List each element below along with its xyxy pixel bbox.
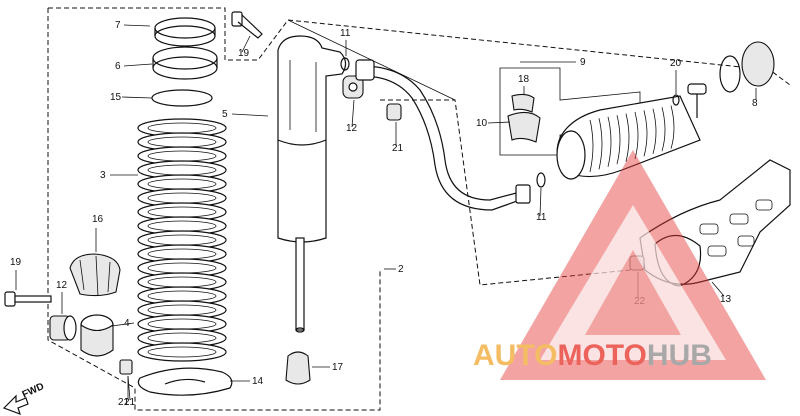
leader-line xyxy=(241,35,251,53)
leader-lines xyxy=(15,24,757,401)
part-callout-21: 21 xyxy=(124,397,136,408)
part-callout-13: 13 xyxy=(720,294,732,305)
part-callout-6: 6 xyxy=(115,61,121,72)
fwd-label: FWD xyxy=(21,381,46,401)
part-callout-20: 20 xyxy=(670,58,682,69)
part-callout-21: 21 xyxy=(118,397,130,408)
reservoir-rib xyxy=(634,111,639,160)
bushing-4 xyxy=(80,314,114,357)
reservoir-rib xyxy=(625,113,630,162)
spring-seat-14 xyxy=(137,367,233,396)
part-callout-15: 15 xyxy=(110,92,122,103)
reservoir-rib xyxy=(652,108,657,154)
nut-21-middle xyxy=(386,103,402,121)
banjo-fitting-12 xyxy=(342,75,364,99)
reservoir-cap-8 xyxy=(719,41,775,93)
part-callout-19: 19 xyxy=(10,257,22,268)
assembly-outline-right xyxy=(380,99,681,286)
leader-line xyxy=(711,281,725,297)
leader-line xyxy=(231,113,269,117)
shock-damper-5 xyxy=(277,35,347,333)
leader-line xyxy=(111,322,135,327)
reservoir-hose xyxy=(355,59,531,211)
part-callout-19: 19 xyxy=(238,48,250,59)
leader-line xyxy=(123,63,153,67)
part-callout-11: 11 xyxy=(340,28,351,39)
nut-21-bottom xyxy=(119,359,133,375)
leader-line xyxy=(539,187,542,217)
reservoir-rib xyxy=(589,119,594,173)
part-callout-4: 4 xyxy=(124,318,130,329)
part-callout-10: 10 xyxy=(476,118,488,129)
coil-spring-3 xyxy=(137,118,227,362)
bump-rubber-16 xyxy=(69,253,121,297)
part-callout-17: 17 xyxy=(332,362,344,373)
washer-11-bottom xyxy=(536,172,546,188)
watermark-triangle-inner xyxy=(540,205,726,360)
part-callout-9: 9 xyxy=(580,57,586,68)
assembly-outline-left xyxy=(47,8,381,411)
leader-line xyxy=(123,24,151,27)
bolt-19-top xyxy=(231,11,263,39)
reservoir-rib xyxy=(643,110,648,157)
part-callout-21: 21 xyxy=(392,143,404,154)
part-callout-7: 7 xyxy=(115,20,121,31)
watermark-logo: AUTOMOTOHUB xyxy=(473,150,766,380)
leader-line xyxy=(121,96,153,99)
dust-cap-17 xyxy=(285,351,311,385)
valve-20 xyxy=(672,83,707,118)
reservoir-rib xyxy=(616,115,621,165)
collar-nut-7 xyxy=(154,17,216,47)
oring-15 xyxy=(151,89,213,107)
part-callout-12: 12 xyxy=(346,123,358,134)
leader-line xyxy=(351,99,355,128)
part-callout-16: 16 xyxy=(92,214,104,225)
part-callout-3: 3 xyxy=(100,170,106,181)
rubber-mount-18 xyxy=(507,93,541,143)
leader-line xyxy=(487,121,511,124)
part-callout-14: 14 xyxy=(252,376,264,387)
bolt-19-bottom xyxy=(4,291,52,307)
watermark-text: AUTOMOTOHUB xyxy=(473,339,712,372)
collar-12-bottom xyxy=(49,315,77,341)
washer-11-top xyxy=(340,57,350,71)
part-callout-5: 5 xyxy=(222,109,228,120)
part-callout-2: 2 xyxy=(398,264,404,275)
reservoir-rib xyxy=(607,116,612,167)
part-callout-12: 12 xyxy=(56,280,68,291)
reservoir-rib xyxy=(661,107,666,152)
part-callout-8: 8 xyxy=(752,98,758,109)
spring-coil xyxy=(137,342,227,362)
lock-ring-6 xyxy=(152,46,218,80)
reservoir-rib xyxy=(598,118,603,170)
spring-coil-inner xyxy=(147,346,217,358)
reservoir-9 xyxy=(556,95,701,180)
part-callout-11: 11 xyxy=(536,212,547,223)
assembly-outline-top xyxy=(48,7,791,86)
reservoir-rib xyxy=(670,105,675,149)
forward-arrow: FWD xyxy=(2,381,46,416)
part-callout-18: 18 xyxy=(518,74,530,85)
